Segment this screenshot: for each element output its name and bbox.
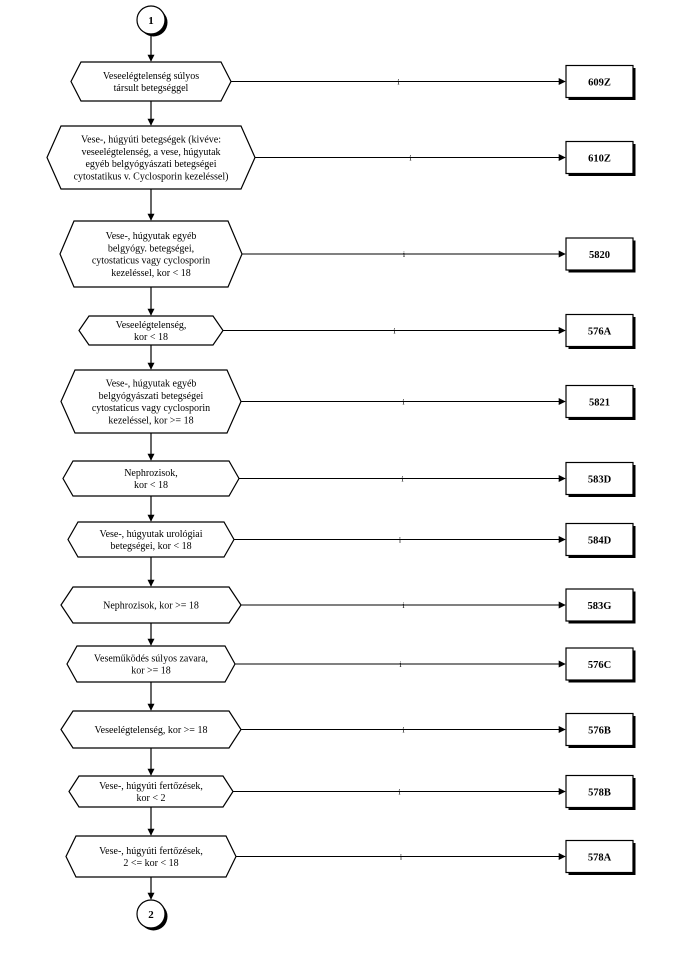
result-box [565,384,634,419]
decision-label: Veseműködés súlyos zavara, [94,653,208,664]
result-code: 5821 [589,398,610,409]
result-box [565,839,634,874]
decision-hexagon [46,125,256,190]
result-box [565,774,634,809]
decision-label: társult betegséggel [114,83,189,94]
result-code: 5820 [589,250,610,261]
decision-hexagon [60,586,242,624]
start-connector: 1 [136,5,168,37]
result-code: 576A [588,327,612,338]
decision-row: Vese-, húgyúti fertőzések,kor < 2 i 578B [68,774,636,810]
decision-label: belgyógy. betegségei, [108,243,194,254]
decision-label: Veseelégtelenség, [116,320,187,331]
decision-hexagon [70,61,232,102]
decision-hexagon [60,369,242,434]
yes-mark: i [403,250,406,259]
yes-mark: i [397,78,400,87]
decision-label: Nephrozisok, [124,468,178,479]
decision-label: kor < 18 [134,332,168,343]
start-connector-label: 1 [148,15,154,27]
result-code: 583D [588,475,612,486]
result-box [565,140,634,175]
result-box [565,461,634,496]
result-code: 576B [588,726,611,737]
yes-mark: i [393,327,396,336]
decision-hexagon [66,645,236,683]
result-code: 583G [588,601,612,612]
decision-row: Vese-, húgyúti betegségek (kivéve:veseel… [46,125,636,190]
decision-label: veseelégtelenség, a vese, húgyutak [81,147,220,158]
decision-hexagon [67,521,235,558]
decision-label: betegségei, kor < 18 [110,541,191,552]
end-connector: 2 [136,899,168,931]
decision-label: belgyógyászati betegségei [99,391,204,402]
result-code: 610Z [588,154,611,165]
decision-row: Veseelégtelenség, kor >= 18 i 576B [60,710,636,749]
yes-mark: i [398,788,401,797]
decision-hexagon [68,775,234,808]
decision-hexagon [60,710,242,749]
decision-label: kor >= 18 [131,666,171,677]
yes-mark: i [402,601,405,610]
decision-label: Nephrozisok, kor >= 18 [103,601,199,612]
decision-label: Vese-, húgyúti betegségek (kivéve: [81,135,221,146]
yes-mark: i [399,536,402,545]
decision-label: cytostaticus vagy cyclosporin [92,403,210,414]
decision-label: cytostaticus vagy cyclosporin [92,256,210,267]
decision-row: Veseelégtelenség,kor < 18 i 576A [78,313,636,349]
decision-row: Nephrozisok, kor >= 18 i 583G [60,586,636,624]
decision-hexagon [59,220,243,288]
end-connector-label: 2 [148,909,154,921]
result-box [565,237,634,271]
decision-label: Vese-, húgyúti fertőzések, [99,846,203,857]
result-box [565,313,634,348]
decision-label: egyéb belgyógyászati betegségei [85,159,216,170]
result-box [565,522,634,557]
decision-label: 2 <= kor < 18 [123,858,178,869]
yes-mark: i [401,475,404,484]
result-code: 584D [588,536,612,547]
yes-mark: i [402,398,405,407]
decision-label: cytostatikus v. Cyclosporin kezeléssel) [74,171,229,182]
decision-row: Veseműködés súlyos zavara, kor >= 18 i 576C [66,645,636,683]
result-code: 578B [588,788,611,799]
decision-label: kezeléssel, kor < 18 [111,268,191,279]
result-code: 609Z [588,78,611,89]
decision-label: Vese-, húgyutak urológiai [99,529,202,540]
decision-hexagon [65,835,237,878]
result-code: 576C [588,660,611,671]
decision-label: Vese-, húgyutak egyéb [106,231,197,242]
result-box [565,647,634,681]
decision-label: Veseelégtelenség súlyos [103,71,199,82]
decision-row: Nephrozisok,kor < 18 i 583D [62,460,636,497]
result-box [565,64,634,99]
decision-label: Veseelégtelenség, kor >= 18 [95,725,208,736]
result-box [565,712,634,747]
decision-label: Vese-, húgyutak egyéb [106,379,197,390]
decision-row: Vese-, húgyúti fertőzések,2 <= kor < 18 i… [65,835,636,878]
yes-mark: i [402,726,405,735]
decision-label: kor < 18 [134,480,168,491]
decision-label: kor < 2 [137,793,166,804]
result-code: 578A [588,853,612,864]
decision-hexagon [62,460,240,497]
result-box [565,588,634,622]
yes-mark: i [399,660,402,669]
yes-mark: i [409,154,412,163]
decision-hexagon [78,315,224,346]
yes-mark: i [400,853,403,862]
decision-label: kezeléssel, kor >= 18 [108,415,193,426]
decision-label: Vese-, húgyúti fertőzések, [99,781,203,792]
